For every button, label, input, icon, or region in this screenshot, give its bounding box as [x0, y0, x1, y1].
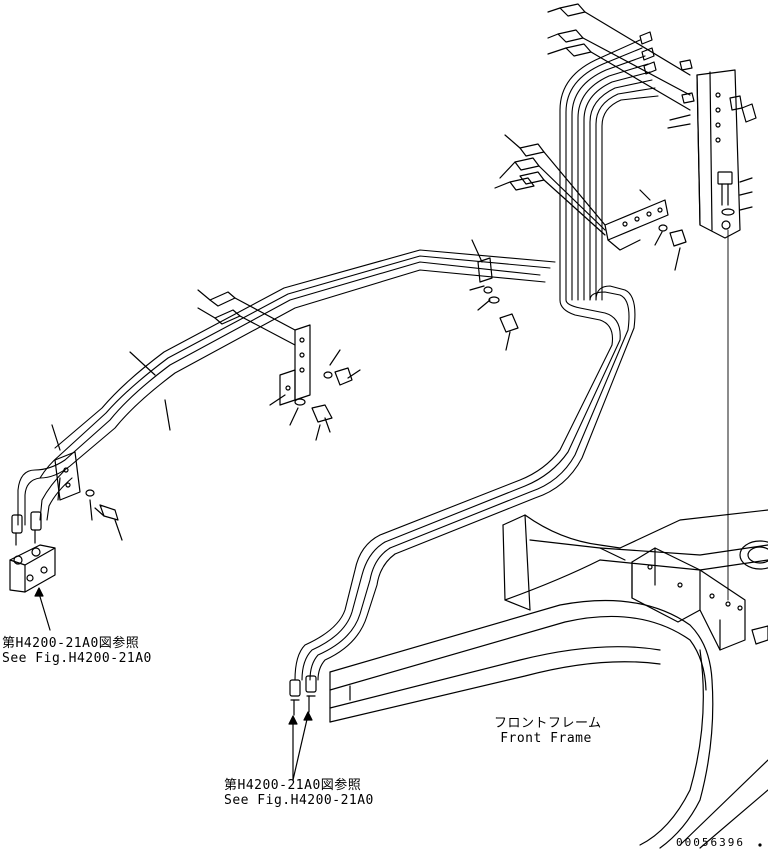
ref-label-left: 第H4200-21A0図参照 See Fig.H4200-21A0 [2, 636, 152, 666]
bottom-fittings [289, 675, 317, 716]
frame-label-jp: フロントフレーム [494, 716, 602, 731]
front-frame [329, 509, 768, 849]
ref-label-bottom: 第H4200-21A0図参照 See Fig.H4200-21A0 [224, 778, 374, 808]
middle-bracket-left [129, 324, 361, 441]
ref-label-left-jp: 第H4200-21A0図参照 [2, 636, 140, 651]
frame-label: フロントフレーム Front Frame [494, 716, 602, 746]
ref-label-left-en: See Fig.H4200-21A0 [2, 651, 152, 666]
left-fittings [11, 511, 42, 546]
left-clamp [51, 424, 123, 541]
frame-bracket [631, 547, 746, 651]
ref-label-bottom-jp: 第H4200-21A0図参照 [224, 778, 362, 793]
valve-block [9, 544, 56, 631]
upper-clamp [469, 239, 519, 351]
mid-right-plate [494, 134, 687, 271]
drawing-number: 00056396 [676, 836, 745, 849]
clips-middle [197, 289, 296, 346]
upper-right-bracket [547, 3, 757, 239]
ref-arrows-bottom [288, 711, 313, 781]
hydraulic-tube-bundle [294, 39, 659, 681]
ref-label-bottom-en: See Fig.H4200-21A0 [224, 793, 374, 808]
frame-label-en: Front Frame [500, 731, 592, 746]
